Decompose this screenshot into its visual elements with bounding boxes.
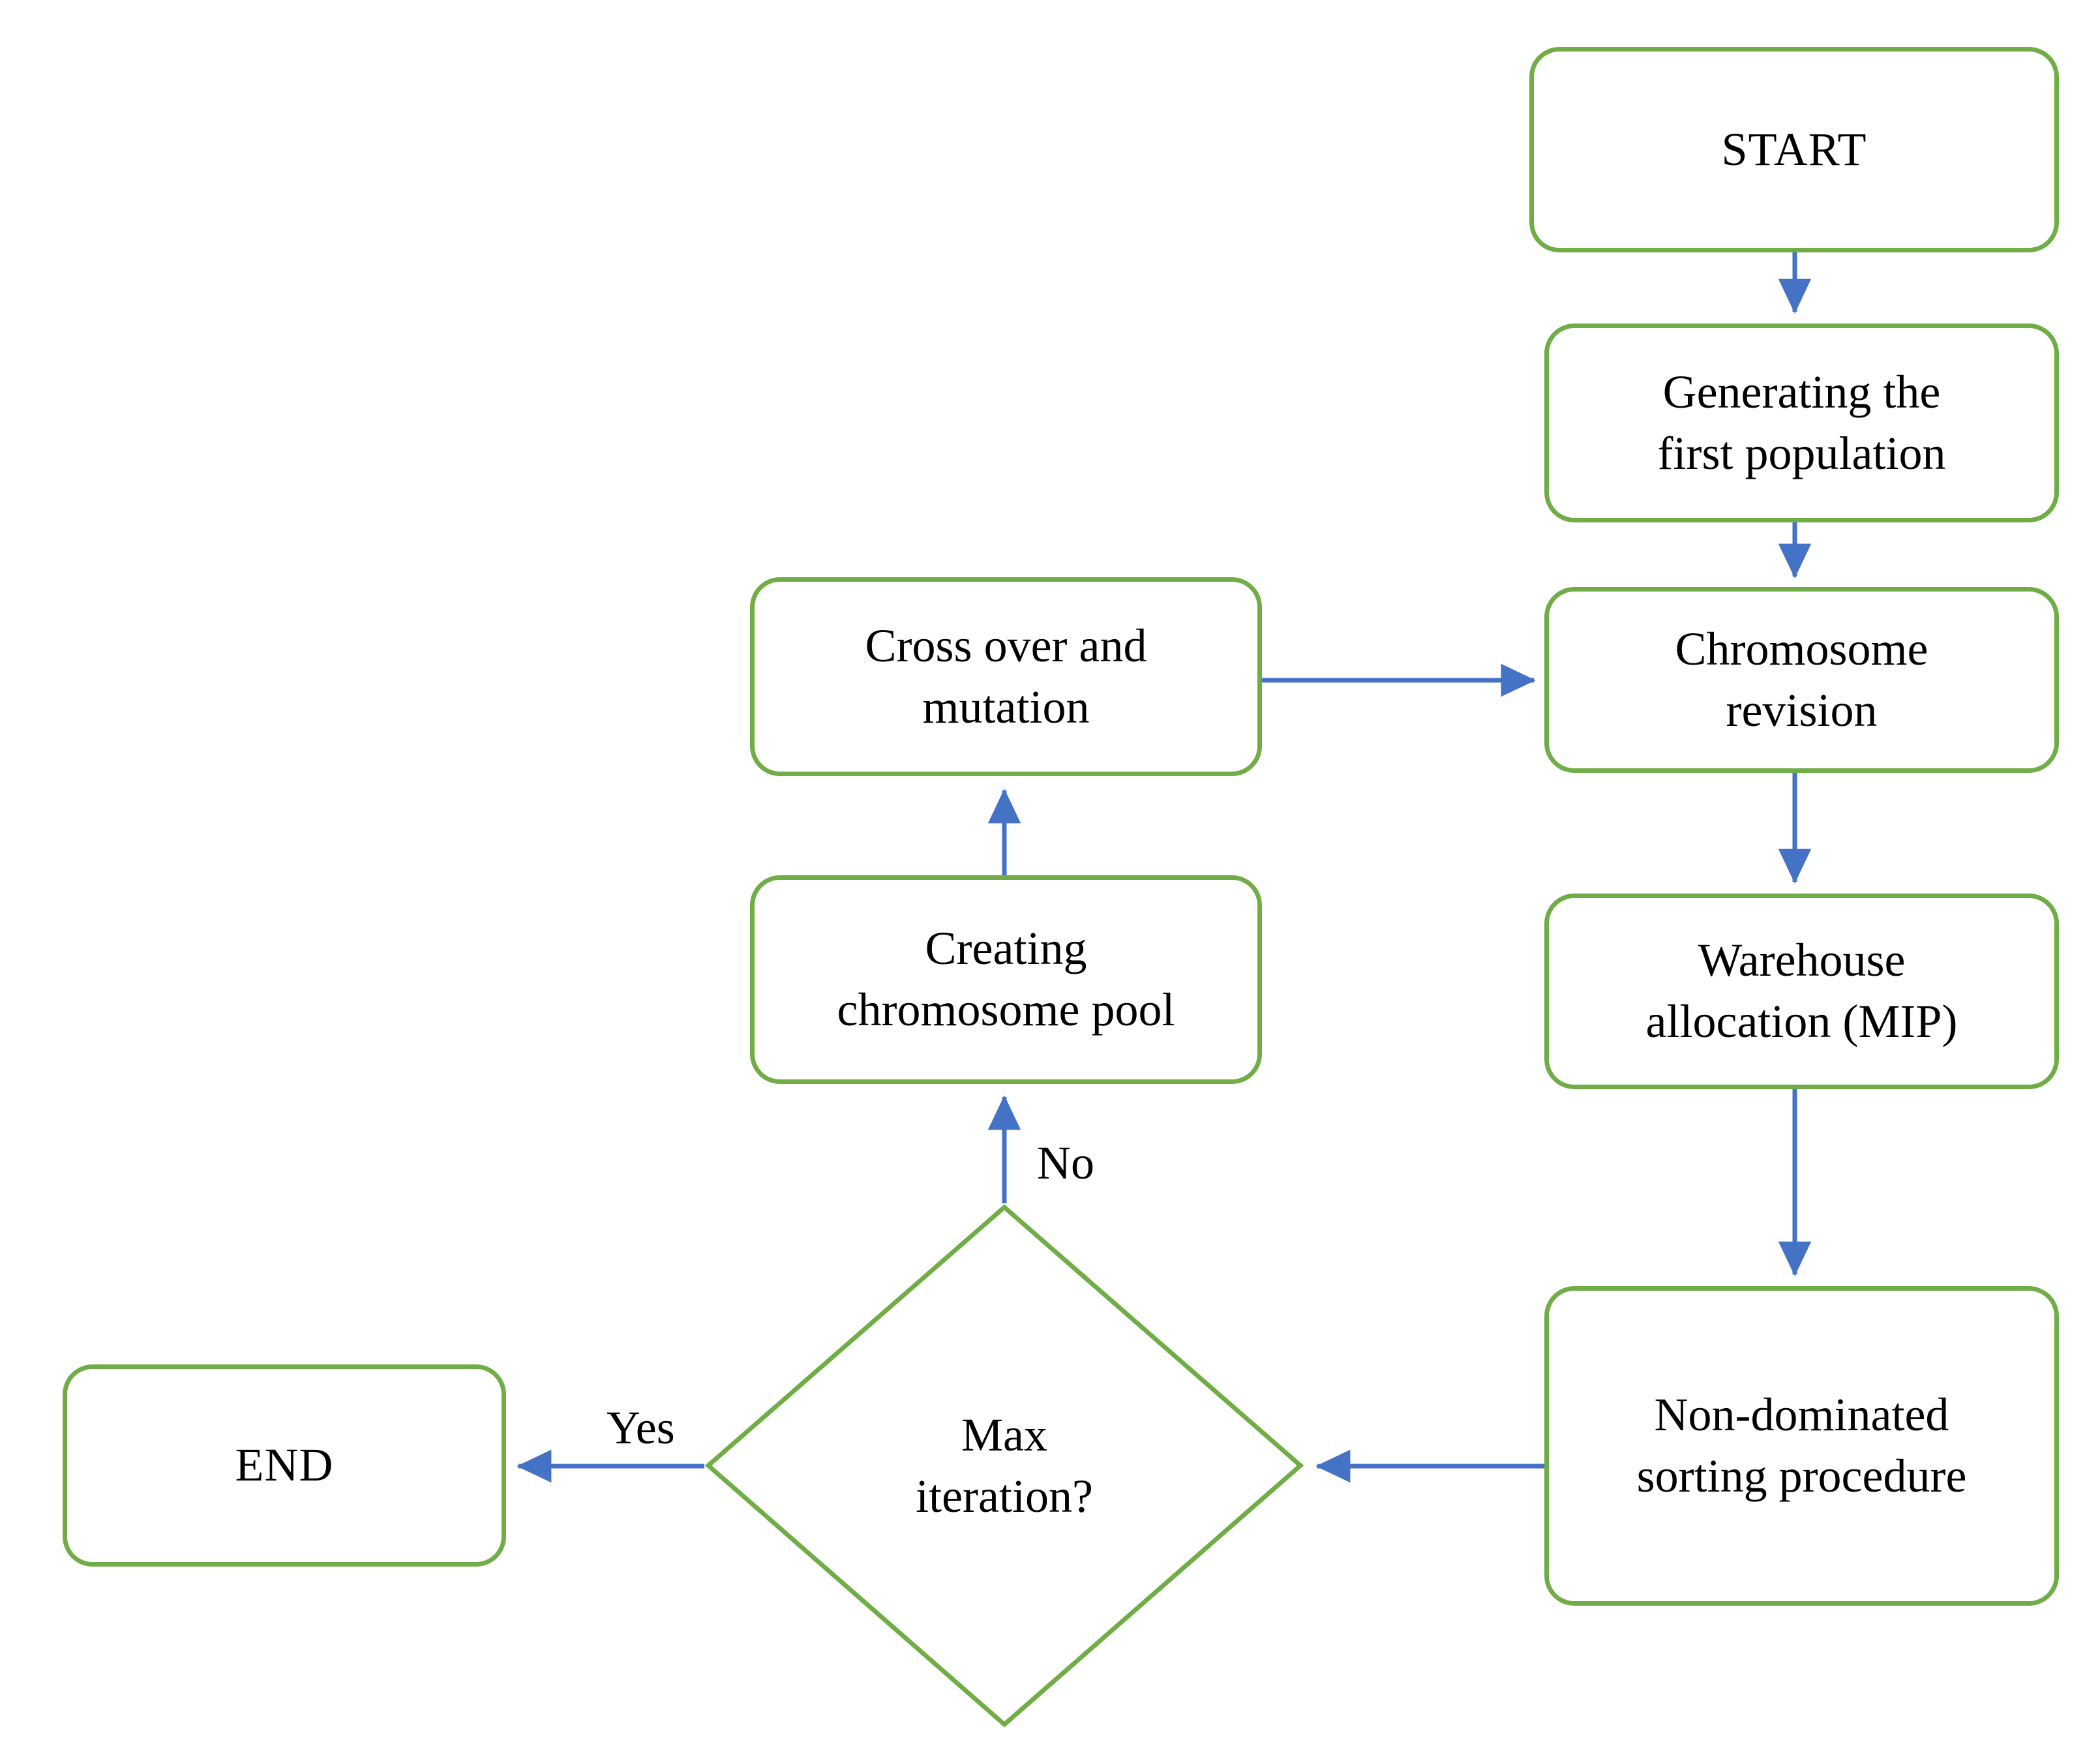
node-cross-over-and-mutation[interactable]: Cross over and mutation: [750, 577, 1262, 776]
node-warehouse-allocation-label: Warehouse allocation (MIP): [1645, 934, 1958, 1047]
edge-label-no-text: No: [1037, 1137, 1094, 1189]
node-creating-chromosome-pool-label: Creating chromosome pool: [837, 922, 1175, 1036]
node-end-label: END: [235, 1439, 334, 1492]
edge-label-yes-text: Yes: [607, 1402, 675, 1454]
node-max-iteration-decision-label: Max iteration?: [916, 1408, 1093, 1522]
node-generating-first-population-label: Generating the first population: [1657, 365, 1946, 479]
node-start-label: START: [1721, 123, 1867, 175]
diamond-shape: [704, 1204, 1304, 1728]
node-generating-first-population[interactable]: Generating the first population: [1544, 323, 2059, 522]
node-non-dominated-sorting-procedure[interactable]: Non-dominated sorting procedure: [1544, 1286, 2059, 1606]
edge-label-no: No: [1037, 1136, 1094, 1190]
edge-label-yes: Yes: [607, 1401, 675, 1455]
node-cross-over-and-mutation-label: Cross over and mutation: [865, 619, 1147, 733]
node-warehouse-allocation[interactable]: Warehouse allocation (MIP): [1544, 894, 2059, 1089]
node-non-dominated-sorting-procedure-label: Non-dominated sorting procedure: [1636, 1389, 1967, 1502]
node-max-iteration-decision[interactable]: Max iteration?: [704, 1203, 1304, 1728]
node-end[interactable]: END: [63, 1364, 506, 1567]
node-chromosome-revision-label: Chromosome revision: [1675, 622, 1928, 736]
node-start[interactable]: START: [1529, 47, 2059, 252]
node-chromosome-revision[interactable]: Chromosome revision: [1544, 587, 2059, 773]
node-creating-chromosome-pool[interactable]: Creating chromosome pool: [750, 875, 1262, 1084]
